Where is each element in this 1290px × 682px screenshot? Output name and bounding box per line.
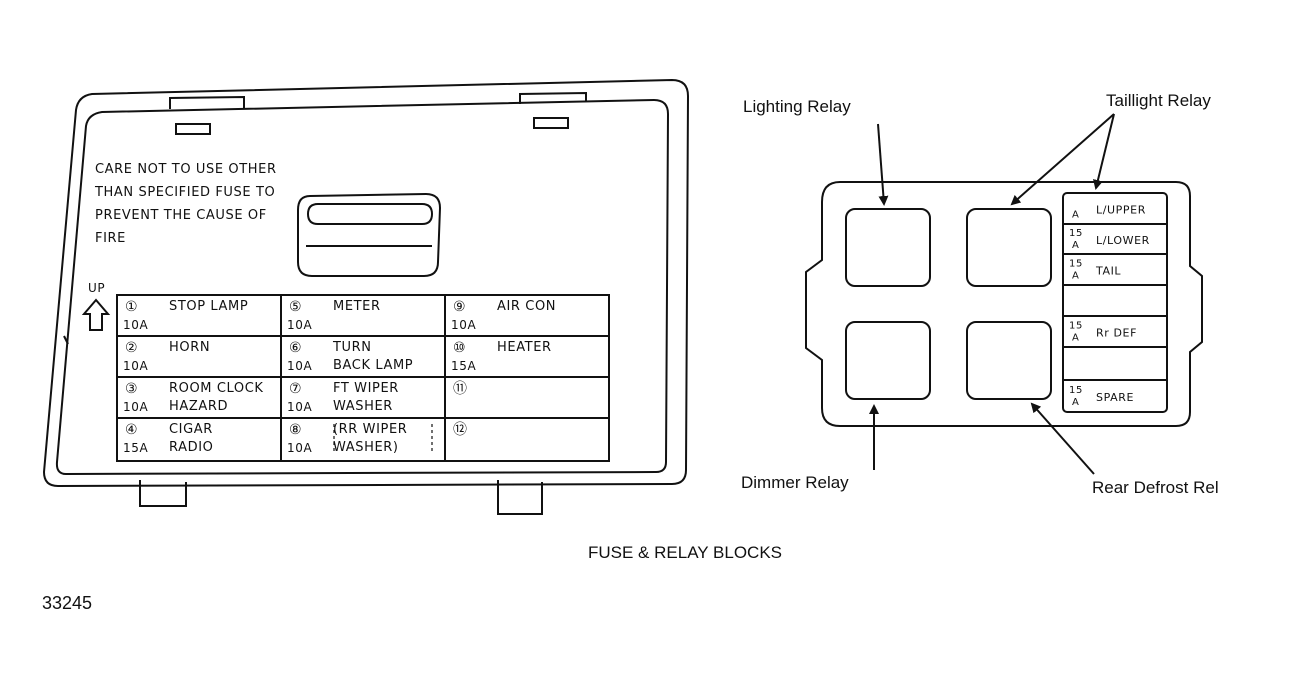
fuse-cell: ⑫	[453, 422, 468, 438]
warning-line-4: FIRE	[95, 231, 126, 246]
relay-fuse-amp-top: 15	[1069, 228, 1083, 239]
fuse-amperage: 15A	[451, 359, 476, 373]
fuse-circuit-name: HEATER	[497, 340, 552, 355]
warning-line-1: CARE NOT TO USE OTHER	[95, 162, 277, 177]
warning-line-2: THAN SPECIFIED FUSE TO	[94, 185, 275, 200]
relay-fuse-amp-top: 15	[1069, 259, 1083, 270]
relay-fuse-slot: 15A SPARE	[1069, 385, 1134, 408]
up-arrow-icon	[81, 298, 111, 331]
fuse-circuit-name: ROOM CLOCK	[169, 381, 264, 396]
fuse-cell: ⑩ HEATER 15A	[451, 340, 552, 373]
fuse-amperage: 10A	[123, 400, 148, 414]
taillight-relay-socket-1	[966, 208, 1052, 287]
fuse-number: ⑤	[289, 299, 302, 315]
fuse-circuit-name-2: WASHER	[333, 399, 393, 414]
fuse-cell: ② HORN 10A	[123, 340, 210, 373]
fuse-circuit-name: STOP LAMP	[169, 299, 248, 314]
fuse-cell: ⑧ (RR WIPER WASHER) 10A	[287, 422, 407, 455]
relay-fuse-amp-top: 15	[1069, 385, 1083, 396]
relay-fuse-slot: 15A TAIL	[1069, 259, 1121, 282]
relay-fuse-amp-unit: A	[1072, 333, 1079, 344]
relay-fuse-amp-unit: A	[1072, 240, 1079, 251]
fuse-cell: ⑪	[453, 381, 468, 397]
warning-line-3: PREVENT THE CAUSE OF	[95, 208, 267, 223]
fuse-circuit-name: TURN	[332, 340, 372, 355]
fuse-amperage: 10A	[451, 318, 476, 332]
fuse-circuit-name-2: WASHER)	[333, 440, 399, 455]
fuse-amperage: 10A	[287, 359, 312, 373]
figure-number: 33245	[42, 593, 92, 613]
fuse-circuit-name: CIGAR	[169, 422, 213, 437]
fuse-number: ⑪	[453, 381, 468, 397]
fuse-amperage: 10A	[287, 318, 312, 332]
relay-fuse-amp-unit: A	[1072, 271, 1079, 282]
rear-defrost-relay-label: Rear Defrost Rel	[1092, 478, 1219, 497]
fuse-amperage: 10A	[287, 400, 312, 414]
relay-fuse-name: SPARE	[1096, 391, 1134, 404]
fuse-circuit-name: FT WIPER	[333, 381, 399, 396]
taillight-relay-arrow-1	[1010, 113, 1115, 206]
fuse-table: ① STOP LAMP 10A ⑤ METER 10A ⑨ AIR CON 10A ② HORN 10…	[116, 294, 610, 462]
taillight-relay-label: Taillight Relay	[1106, 91, 1211, 110]
fuse-circuit-name-2: HAZARD	[169, 399, 228, 414]
fuse-circuit-name-2: BACK LAMP	[333, 358, 413, 373]
fuse-amperage: 15A	[123, 441, 148, 455]
relay-fuse-name: L/UPPER	[1096, 204, 1146, 217]
fuse-amperage: 10A	[123, 359, 148, 373]
fuse-number: ⑦	[289, 381, 302, 397]
relay-fuse-slot: 15A L/LOWER	[1069, 228, 1150, 251]
taillight-relay-arrow-2	[1093, 113, 1115, 190]
fuse-circuit-name: (RR WIPER	[333, 422, 407, 437]
fuse-circuit-name: HORN	[169, 340, 210, 355]
fuse-number: ④	[125, 422, 138, 438]
fuse-number: ②	[125, 340, 138, 356]
relay-fuse-name: L/LOWER	[1096, 234, 1150, 247]
relay-fuse-amp-unit: A	[1072, 210, 1079, 221]
relay-fuse-slot: 15A Rr DEF	[1069, 321, 1137, 344]
rear-defrost-relay-arrow	[1030, 402, 1095, 475]
fuse-cell: ⑨ AIR CON 10A	[451, 299, 556, 332]
fuse-circuit-name-2: RADIO	[169, 440, 213, 455]
fuse-number: ①	[125, 299, 138, 315]
fuse-cover	[42, 78, 690, 515]
fuse-number: ③	[125, 381, 138, 397]
fuse-number: ⑩	[453, 340, 466, 356]
up-label: UP	[88, 281, 105, 295]
fuse-number: ⑫	[453, 422, 468, 438]
dimmer-relay-label: Dimmer Relay	[741, 473, 849, 492]
fuse-cell: ③ ROOM CLOCK HAZARD 10A	[123, 381, 264, 414]
lighting-relay-socket	[845, 208, 931, 287]
relay-fuse-slot: A L/UPPER	[1072, 204, 1146, 221]
fuse-circuit-name: AIR CON	[497, 299, 556, 314]
dimmer-relay-socket	[845, 321, 931, 400]
relay-fuse-name: Rr DEF	[1096, 327, 1137, 340]
fuse-cell: ④ CIGAR RADIO 15A	[123, 422, 213, 455]
fuse-number: ⑧	[289, 422, 302, 438]
relay-fuse-amp-top: 15	[1069, 321, 1083, 332]
fuse-amperage: 10A	[287, 441, 312, 455]
fuse-circuit-name: METER	[333, 299, 381, 314]
lighting-relay-label: Lighting Relay	[743, 97, 851, 116]
figure-caption: FUSE & RELAY BLOCKS	[588, 543, 782, 562]
fuse-cell: ⑥ TURN BACK LAMP 10A	[287, 340, 413, 373]
lighting-relay-arrow	[877, 123, 889, 206]
fuse-cell: ① STOP LAMP 10A	[123, 299, 248, 332]
fuse-cell: ⑦ FT WIPER WASHER 10A	[287, 381, 399, 414]
cover-grip-recess	[297, 192, 442, 277]
relay-fuse-amp-unit: A	[1072, 397, 1079, 408]
fuse-cells: ① STOP LAMP 10A ⑤ METER 10A ⑨ AIR CON 10A ② HORN 10…	[123, 299, 556, 455]
rear-defrost-relay-socket	[966, 321, 1052, 400]
fuse-number: ⑥	[289, 340, 302, 356]
relay-fuse-name: TAIL	[1095, 265, 1121, 278]
fuse-number: ⑨	[453, 299, 466, 315]
fuse-cell: ⑤ METER 10A	[287, 299, 381, 332]
fuse-amperage: 10A	[123, 318, 148, 332]
